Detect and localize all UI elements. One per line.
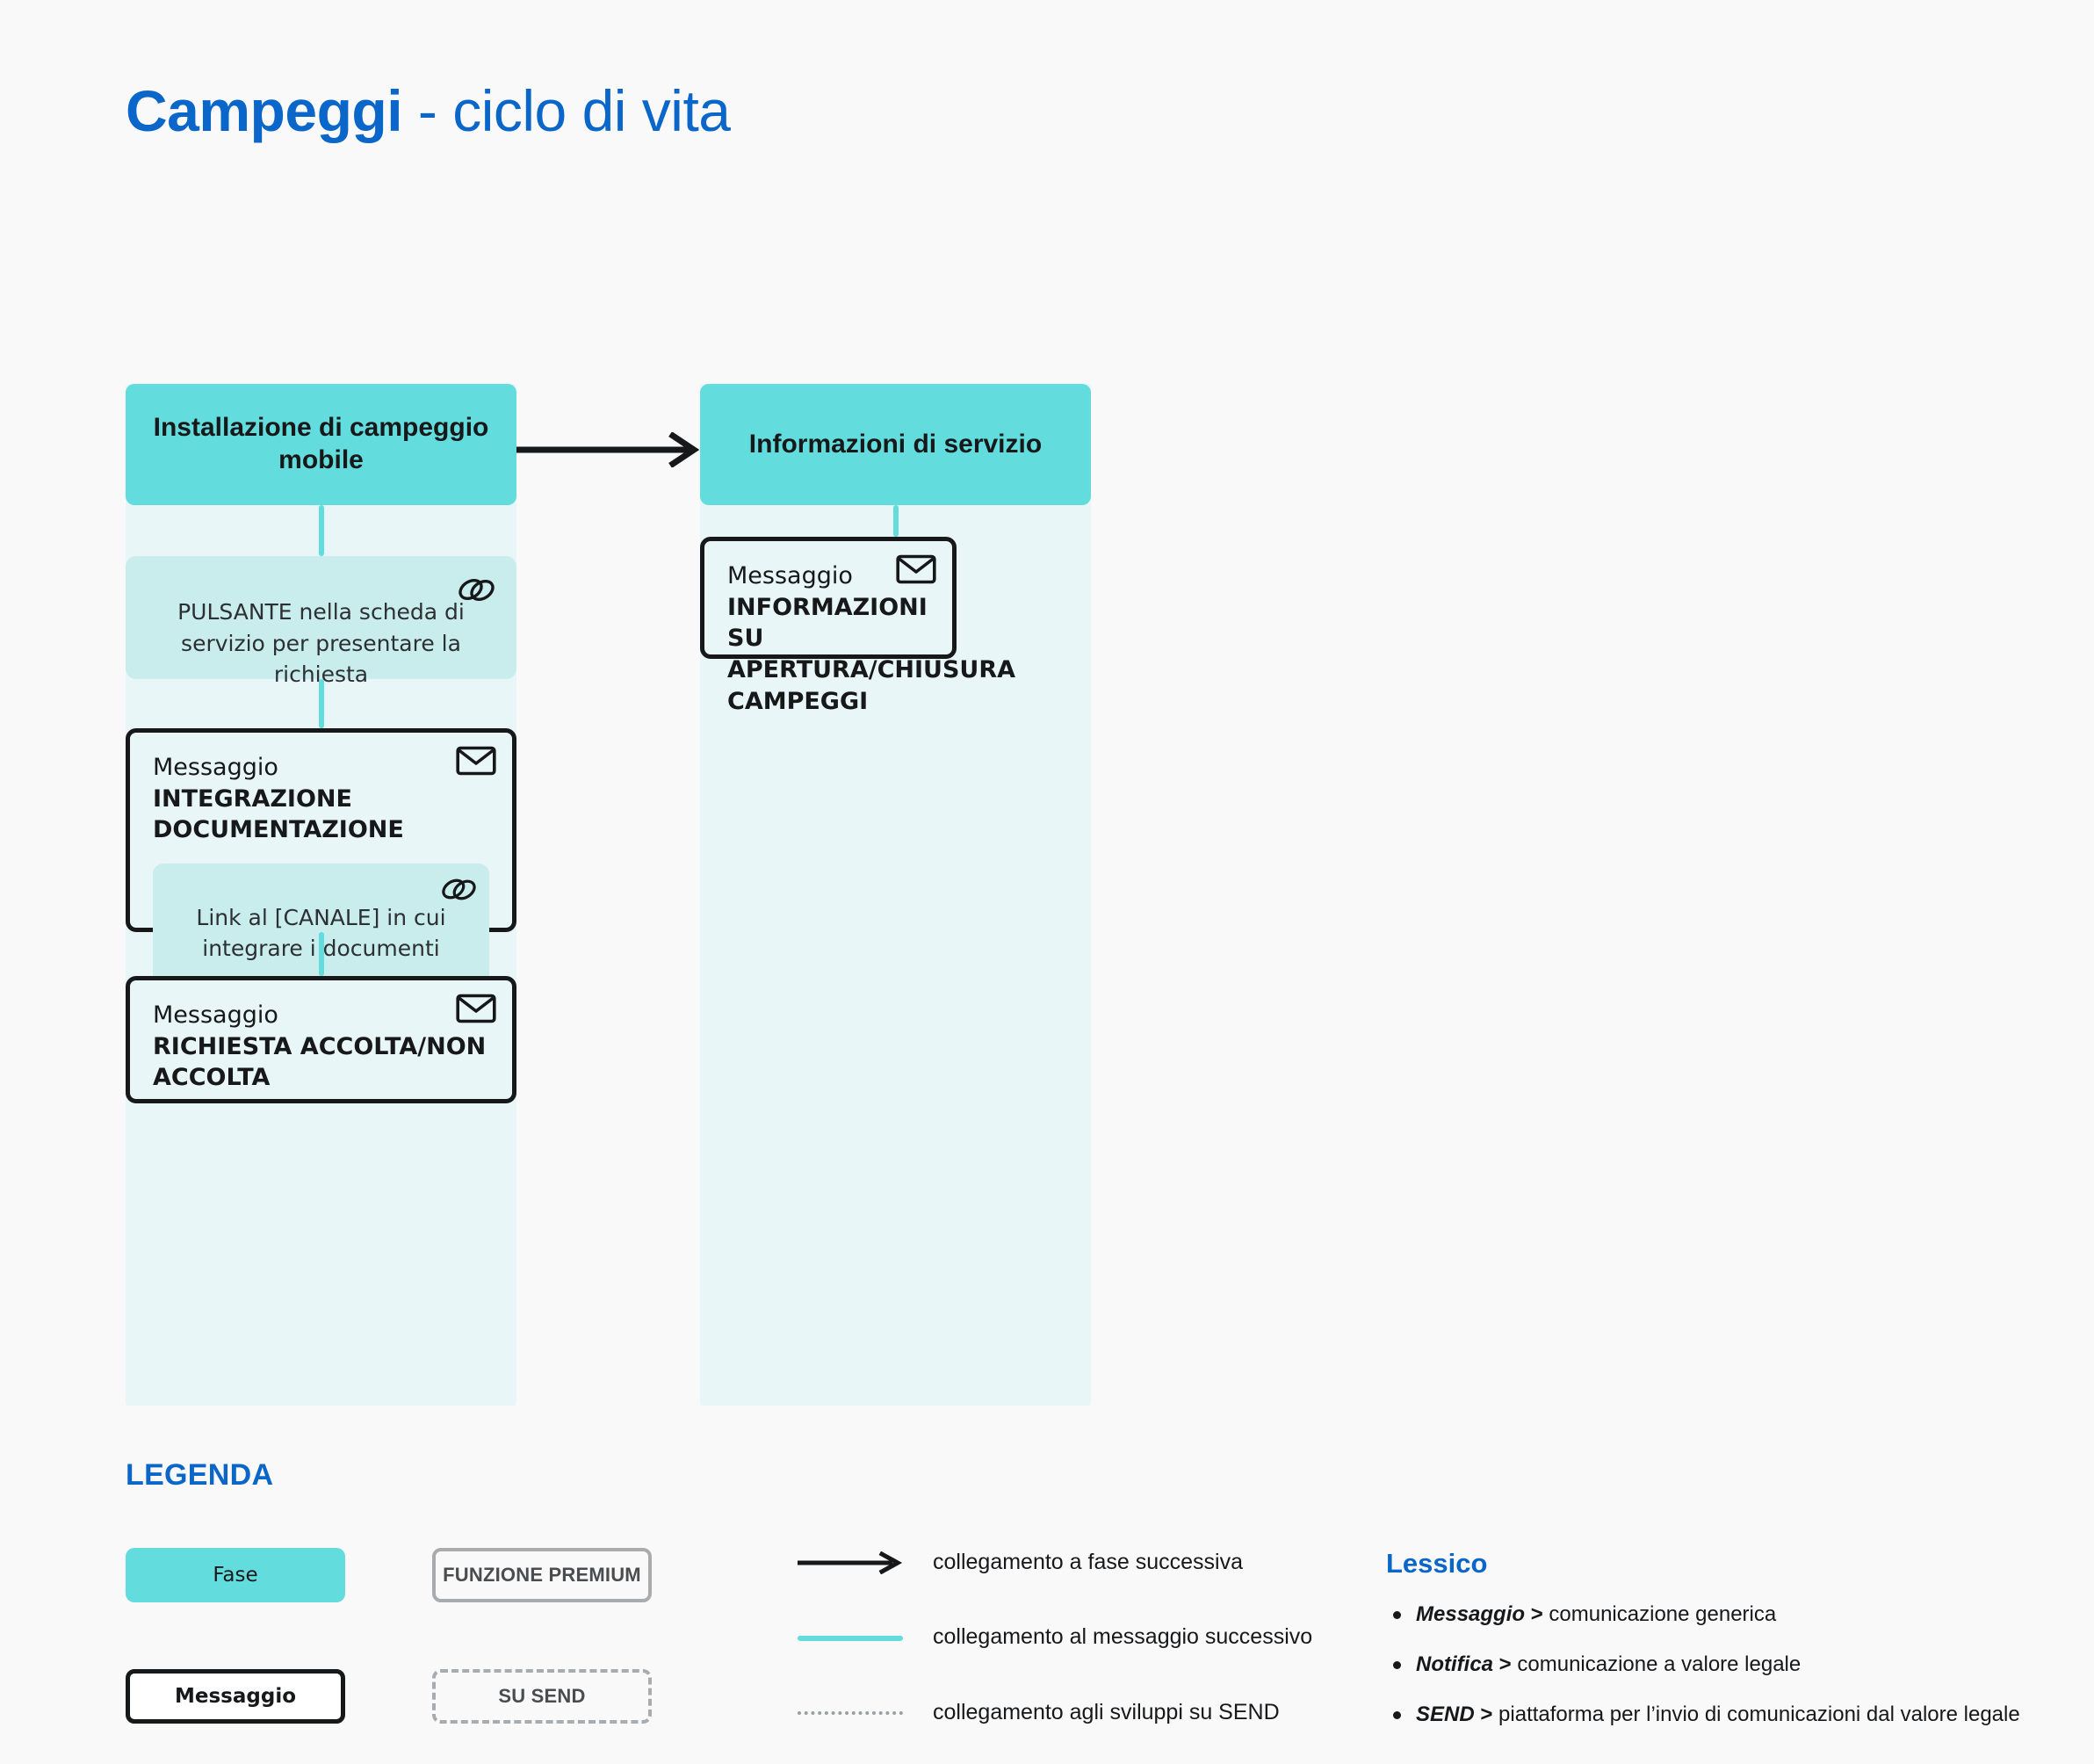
message-card-title: INTEGRAZIONE DOCUMENTAZIONE [153, 784, 404, 844]
message-card-title: RICHIESTA ACCOLTA/NON ACCOLTA [153, 1032, 487, 1092]
legend-line-label: collegamento al messaggio successivo [933, 1624, 1313, 1649]
connector-line [318, 679, 324, 728]
page-title-bold: Campeggi [126, 78, 403, 143]
message-card-kicker: Messaggio [727, 562, 853, 589]
phase-column-installazione: Installazione di campeggio mobile PULSAN… [126, 384, 516, 1406]
teal-line-icon [798, 1626, 903, 1649]
connector-line [318, 932, 324, 976]
connector-line [318, 505, 324, 556]
envelope-icon [456, 993, 496, 1024]
connector-line [892, 505, 899, 537]
phase-header-informazioni[interactable]: Informazioni di servizio [700, 384, 1091, 505]
phase-column-informazioni: Informazioni di servizio Messaggio INFOR… [700, 384, 1091, 1406]
lessico-sep: > [1474, 1703, 1499, 1727]
link-icon [438, 872, 479, 906]
legend-line-fase-successiva: collegamento a fase successiva [798, 1550, 1243, 1575]
message-card-integrazione[interactable]: Messaggio INTEGRAZIONE DOCUMENTAZIONE Li… [126, 728, 516, 986]
legend-shape-fase: Fase [126, 1548, 345, 1602]
legend-line-label: collegamento agli sviluppi su SEND [933, 1700, 1280, 1724]
message-card-informazioni[interactable]: Messaggio INFORMAZIONI SU APERTURA/CHIUS… [700, 537, 1015, 715]
lessico-definition: comunicazione generica [1549, 1602, 1777, 1626]
list-item: SEND > piattaforma per l’invio di comuni… [1386, 1701, 2054, 1728]
lessico-definition: piattaforma per l’invio di comunicazioni… [1498, 1703, 2020, 1727]
page-title: Campeggi - ciclo di vita [126, 78, 731, 143]
lessico-section: Lessico Messaggio > comunicazione generi… [1386, 1548, 2054, 1752]
list-item: Messaggio > comunicazione generica [1386, 1601, 2054, 1628]
arrow-right-icon [516, 432, 701, 467]
legend-line-sviluppi-send: collegamento agli sviluppi su SEND [798, 1700, 1280, 1725]
envelope-icon [456, 745, 496, 777]
lessico-list: Messaggio > comunicazione generica Notif… [1386, 1601, 2054, 1729]
lessico-term: Notifica [1416, 1652, 1494, 1677]
page-title-rest: - ciclo di vita [402, 78, 731, 143]
premium-card-pulsante[interactable]: PULSANTE nella scheda di servizio per pr… [126, 556, 516, 687]
lessico-term: Messaggio [1416, 1602, 1526, 1626]
lessico-sep: > [1525, 1602, 1549, 1626]
dotted-line-icon [798, 1702, 903, 1724]
arrow-right-icon [798, 1551, 903, 1574]
message-card-kicker: Messaggio [153, 754, 278, 781]
phase-header-installazione[interactable]: Installazione di campeggio mobile [126, 384, 516, 505]
lessico-sep: > [1493, 1652, 1518, 1677]
legend-line-label: collegamento a fase successiva [933, 1550, 1243, 1574]
legend-shape-messaggio: Messaggio [126, 1669, 345, 1724]
message-card-title: INFORMAZIONI SU APERTURA/CHIUSURA CAMPEG… [727, 593, 1016, 715]
list-item: Notifica > comunicazione a valore legale [1386, 1651, 2054, 1678]
link-icon [455, 572, 497, 607]
legend-heading: LEGENDA [126, 1458, 274, 1492]
legend-line-messaggio-successivo: collegamento al messaggio successivo [798, 1624, 1312, 1650]
message-card-kicker: Messaggio [153, 1001, 278, 1029]
envelope-icon [896, 553, 936, 585]
message-card-richiesta[interactable]: Messaggio RICHIESTA ACCOLTA/NON ACCOLTA [126, 976, 516, 1103]
legend-shape-funzione-premium: FUNZIONE PREMIUM [432, 1548, 652, 1602]
legend-shape-su-send: SU SEND [432, 1669, 652, 1724]
premium-card-text: PULSANTE nella scheda di servizio per pr… [177, 599, 465, 687]
lessico-heading: Lessico [1386, 1548, 1488, 1579]
lessico-term: SEND [1416, 1703, 1475, 1727]
lessico-definition: comunicazione a valore legale [1517, 1652, 1802, 1677]
